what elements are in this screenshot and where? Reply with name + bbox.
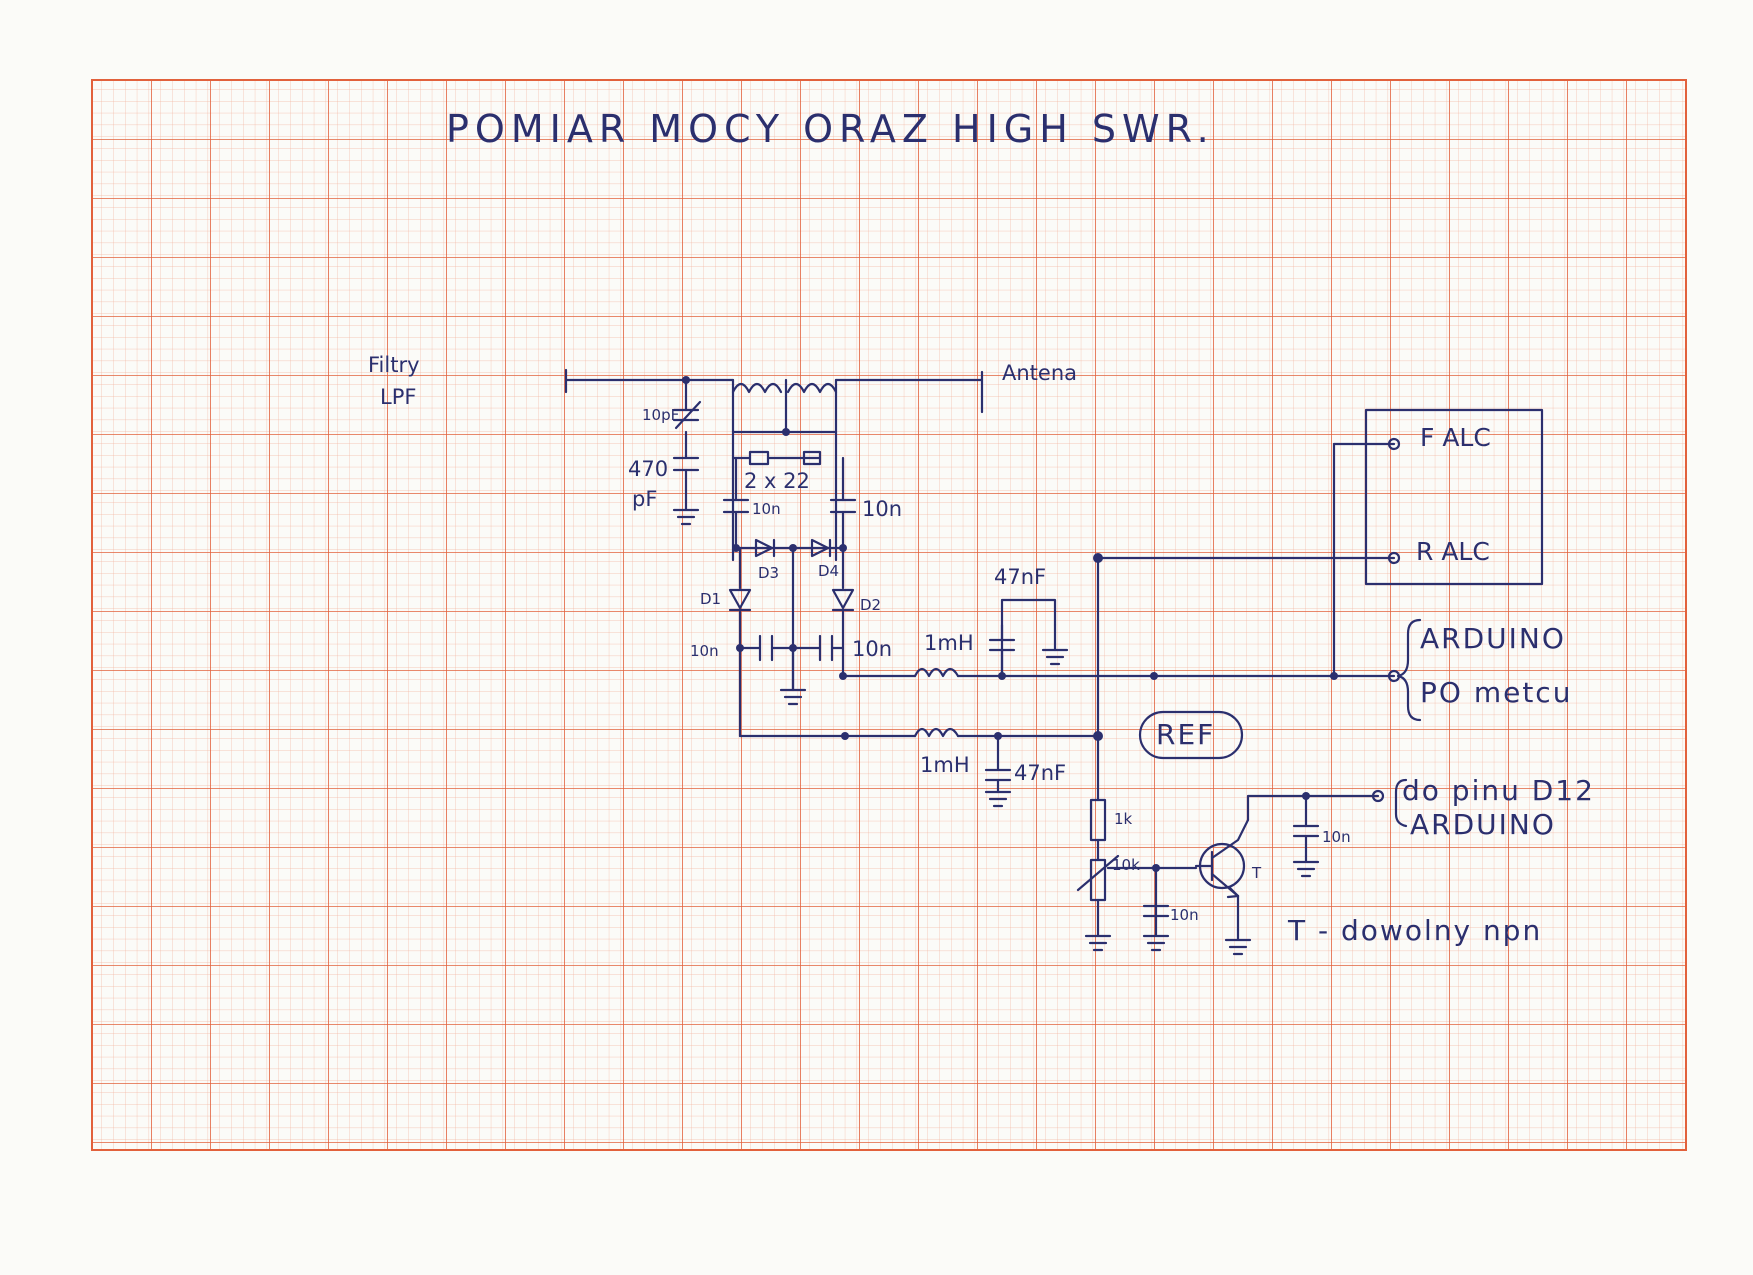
label-10n-b: 10n [852, 637, 892, 661]
diodes [728, 538, 855, 612]
label-10k: 10k [1112, 856, 1140, 874]
junction-dots [682, 376, 1338, 872]
arduino-brace [1396, 618, 1422, 722]
label-arduino-1: ARDUINO [1420, 622, 1566, 655]
antenna-label: Antena [1002, 361, 1077, 385]
label-d4: D4 [818, 562, 839, 580]
label-10n-left: 10n [752, 500, 781, 518]
filter-label-line1: Filtry [368, 353, 420, 377]
label-10n-base: 10n [1170, 906, 1199, 924]
label-arduino-2: PO metcu [1420, 676, 1572, 709]
label-transistor: T [1251, 864, 1262, 882]
label-2x22: 2 x 22 [744, 469, 810, 493]
label-1mh-bottom: 1mH [920, 753, 970, 777]
filter-label-line2: LPF [380, 385, 416, 409]
label-47nf-bottom: 47nF [1014, 761, 1066, 785]
transistor-npn [1194, 818, 1250, 899]
label-10pf: 10pF [642, 406, 679, 424]
label-470pf-1: 470 [628, 457, 668, 481]
label-d2: D2 [860, 596, 881, 614]
diagram-title: POMIAR MOCY ORAZ HIGH SWR. [446, 107, 1215, 151]
label-10n-a: 10n [690, 642, 719, 660]
label-470pf-2: pF [632, 487, 657, 511]
label-f-alc: F ALC [1420, 423, 1491, 452]
label-d12-2: ARDUINO [1410, 808, 1556, 841]
label-d12-1: do pinu D12 [1402, 774, 1595, 807]
label-d1: D1 [700, 590, 721, 608]
ground-symbols [672, 498, 1320, 956]
alc-box [1364, 408, 1544, 586]
label-ref: REF [1156, 718, 1215, 751]
graph-paper [91, 79, 1687, 1151]
d12-brace [1394, 778, 1408, 828]
label-1mh-top: 1mH [924, 631, 974, 655]
label-10n-collector: 10n [1322, 828, 1351, 846]
capacitors [672, 400, 1320, 918]
transformer-coil [731, 382, 838, 394]
label-10n-right: 10n [862, 497, 902, 521]
label-d3: D3 [758, 564, 779, 582]
label-1k: 1k [1114, 810, 1133, 828]
label-47nf-top: 47nF [994, 565, 1046, 589]
inductor-1mh-top [913, 667, 960, 678]
ref-capsule [1138, 710, 1244, 760]
label-note: T - dowolny npn [1287, 914, 1542, 947]
resistors [748, 450, 1120, 902]
inductor-1mh-bottom [913, 727, 960, 738]
label-r-alc: R ALC [1416, 537, 1490, 566]
